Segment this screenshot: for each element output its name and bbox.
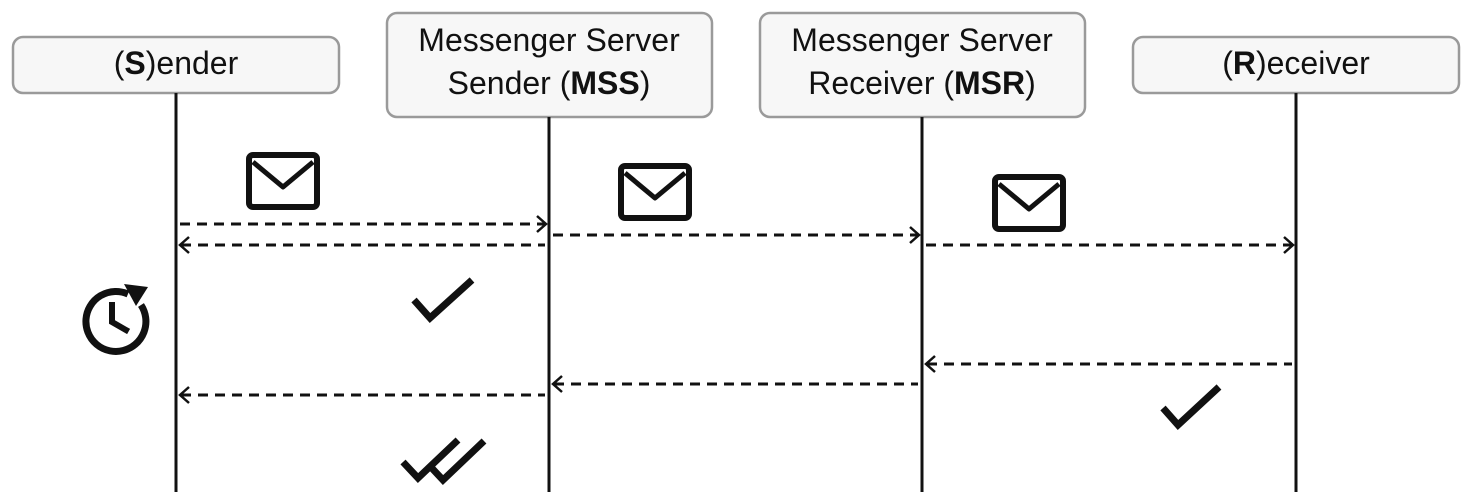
actor-mss: Messenger Server Sender (MSS): [385, 11, 714, 119]
message-mss-to-sender-delivered: [178, 386, 545, 404]
actor-msr: Messenger Server Receiver (MSR): [758, 11, 1087, 119]
actor-receiver: (R)eceiver: [1131, 35, 1461, 95]
message-sender-to-mss: [180, 215, 548, 233]
envelope-icon: [246, 152, 320, 210]
message-msr-to-mss-ack: [551, 375, 918, 393]
message-mss-to-sender-ack: [178, 236, 545, 254]
actor-sender-label: (S)ender: [114, 45, 239, 81]
check-icon: [411, 277, 475, 323]
message-msr-to-receiver: [926, 236, 1295, 254]
envelope-icon: [992, 174, 1066, 232]
actor-msr-label-line2: Receiver (MSR): [808, 65, 1036, 101]
clock-refresh-icon: [82, 284, 150, 355]
actor-msr-label-line1: Messenger Server: [791, 22, 1053, 58]
actor-mss-label-line2: Sender (MSS): [448, 65, 651, 101]
message-mss-to-msr: [553, 226, 921, 244]
check-icon: [1160, 384, 1222, 431]
actor-mss-label-line1: Messenger Server: [418, 22, 680, 58]
actor-sender: (S)ender: [11, 35, 341, 95]
envelope-icon: [618, 163, 692, 221]
double-check-icon: [400, 437, 487, 485]
message-receiver-to-msr-ack: [924, 355, 1292, 373]
actor-receiver-label: (R)eceiver: [1222, 45, 1370, 81]
